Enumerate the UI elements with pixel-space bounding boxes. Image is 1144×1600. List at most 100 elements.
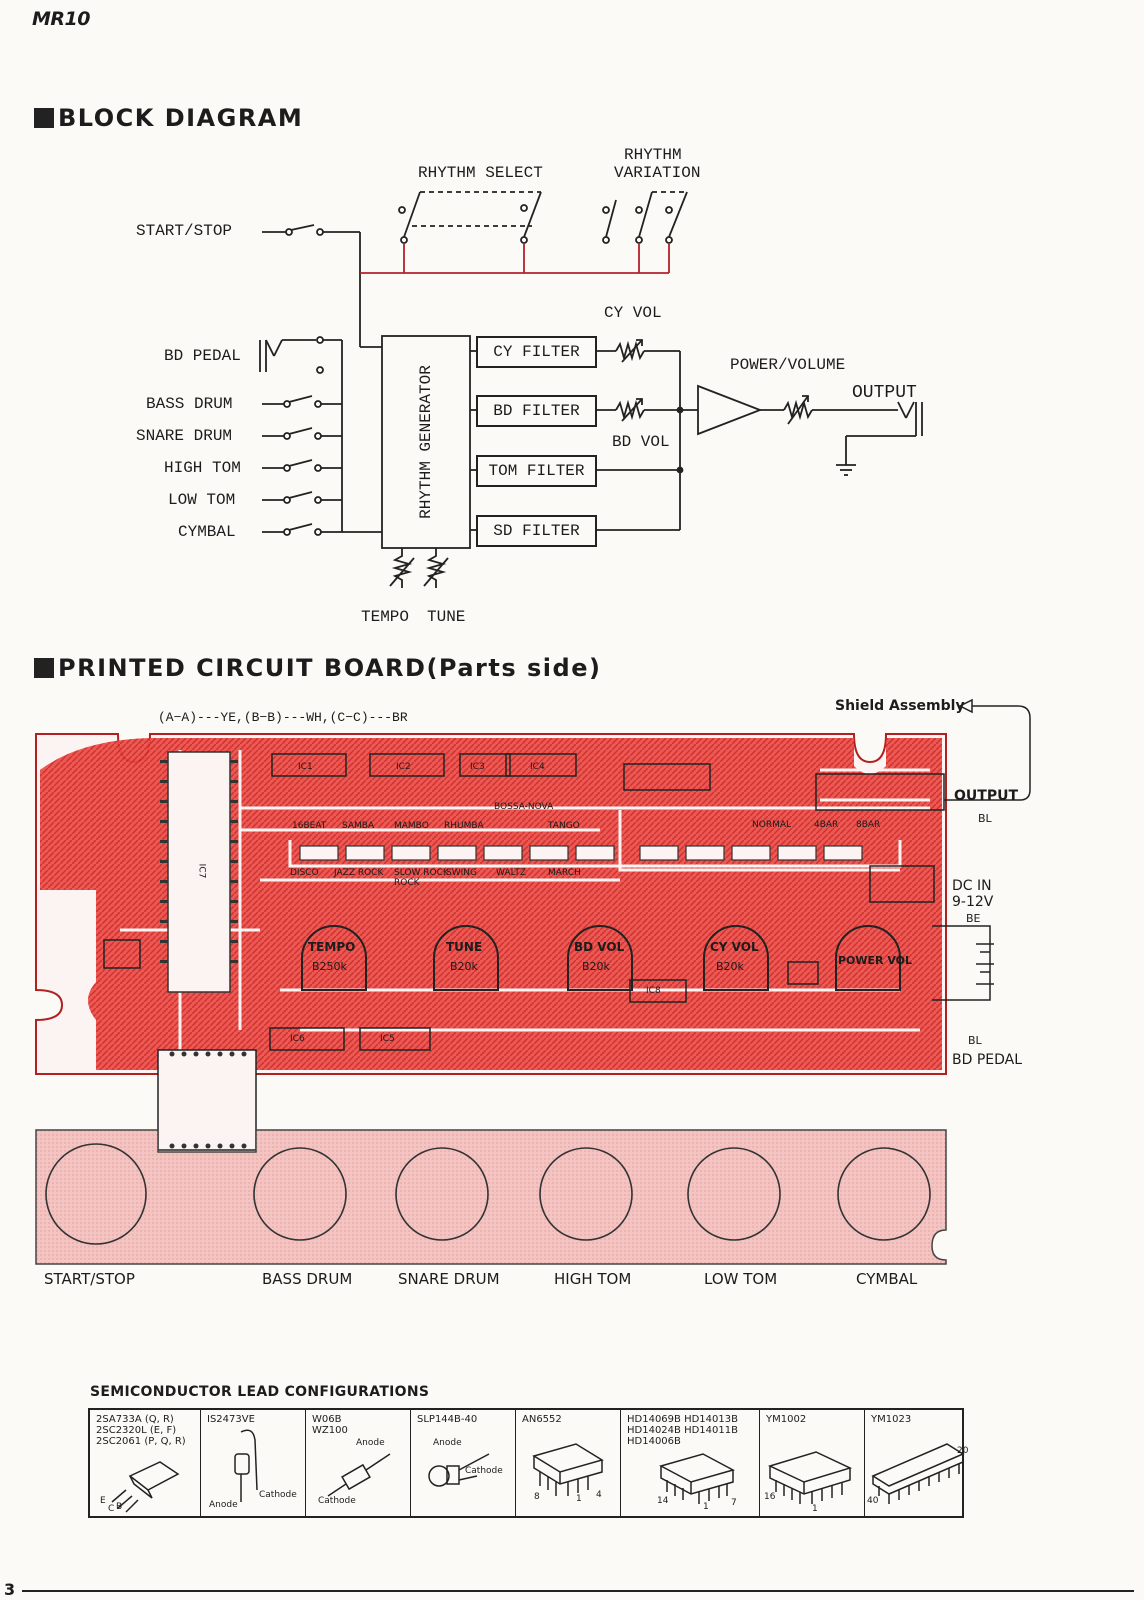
ic8-label: IC8 <box>646 986 661 996</box>
hd140xx-pin-7: 7 <box>731 1498 737 1508</box>
high-tom-label: HIGH TOM <box>164 459 241 477</box>
pcb-bd-pedal-label: BD PEDAL <box>952 1052 1023 1068</box>
rhythm-slow-rock: SLOW ROCK <box>394 868 449 878</box>
pcb-diagram: (A−A)---YE,(B−B)---WH,(C−C)---BR Shield … <box>0 690 1144 1310</box>
cy-filter-block: CY FILTER <box>476 336 597 368</box>
an6552-pin-4: 4 <box>596 1490 602 1500</box>
transistor-pin-e: E <box>100 1496 106 1506</box>
rhythm-rock: ROCK <box>394 878 420 888</box>
block-diagram-title: BLOCK DIAGRAM <box>58 104 304 132</box>
rhythm-select-label: RHYTHM SELECT <box>418 164 543 182</box>
pcb-title: PRINTED CIRCUIT BOARD(Parts side) <box>58 654 602 682</box>
hd140xx-pin-1: 1 <box>703 1502 709 1512</box>
semi-cell-ym1023-text: YM1023 <box>871 1414 912 1425</box>
is2473ve-cathode: Cathode <box>259 1490 297 1500</box>
rhythm-tango: TANGO <box>548 821 580 831</box>
is2473ve-anode: Anode <box>209 1500 238 1510</box>
pot-bd-vol-value: B20k <box>582 960 610 973</box>
semiconductor-table: 2SA733A (Q, R) 2SC2320L (E, F) 2SC2061 (… <box>88 1408 968 1518</box>
transistor-pin-b: B <box>116 1502 123 1512</box>
led-icon <box>428 1453 490 1487</box>
ym1002-pin-1: 1 <box>812 1504 818 1514</box>
pot-tune-value: B20k <box>450 960 478 973</box>
cy-vol-label: CY VOL <box>604 304 662 322</box>
bass-drum-label: BASS DRUM <box>146 395 233 413</box>
dc-wire-be: BE <box>966 912 981 925</box>
output-label: OUTPUT <box>852 383 917 403</box>
rhythm-jazz-rock: JAZZ ROCK <box>334 868 384 878</box>
ic7-label: IC7 <box>196 863 207 879</box>
ic6-label: IC6 <box>290 1034 305 1044</box>
semi-cell-w06b: W06B WZ100 Anode Cathode <box>306 1410 411 1516</box>
variation-8bar: 8BAR <box>856 820 881 830</box>
semi-cell-hd140xx: HD14069B HD14013B HD14024B HD14011B HD14… <box>621 1410 760 1516</box>
slp144b-cathode: Cathode <box>465 1466 503 1476</box>
pedal-wire-bl: BL <box>968 1034 982 1047</box>
page-number: 3 <box>4 1580 16 1599</box>
bd-filter-block: BD FILTER <box>476 395 597 427</box>
semiconductor-title: SEMICONDUCTOR LEAD CONFIGURATIONS <box>90 1384 430 1400</box>
heading-square-icon <box>34 658 54 678</box>
cymbal-label: CYMBAL <box>178 523 236 541</box>
rhythm-variation-label-2: VARIATION <box>614 164 701 182</box>
footer-rule <box>22 1590 1134 1592</box>
semi-cell-w06b-text: W06B WZ100 <box>312 1414 348 1436</box>
start-stop-label: START/STOP <box>136 222 233 240</box>
semi-cell-an6552: AN6552 8 1 4 <box>516 1410 621 1516</box>
semi-cell-transistor-text: 2SA733A (Q, R) 2SC2320L (E, F) 2SC2061 (… <box>96 1414 186 1447</box>
rhythm-waltz: WALTZ <box>496 868 527 878</box>
rhythm-bossa-nova: BOSSA-NOVA <box>494 802 554 812</box>
semi-cell-is2473ve: IS2473VE Anode Cathode <box>201 1410 306 1516</box>
button-bass-drum-label: BASS DRUM <box>262 1270 353 1288</box>
dip16-chip-icon <box>767 1451 853 1504</box>
block-diagram-wiring <box>259 191 923 588</box>
low-tom-label: LOW TOM <box>168 491 236 509</box>
rhythm-samba: SAMBA <box>342 821 375 831</box>
pot-tempo-label: TEMPO <box>308 940 356 954</box>
rhythm-disco: DISCO <box>290 868 319 878</box>
rectifier-icon <box>327 1453 391 1497</box>
ic1-label: IC1 <box>298 762 313 772</box>
semi-cell-ym1002-text: YM1002 <box>766 1414 807 1425</box>
semi-cell-is2473ve-text: IS2473VE <box>207 1414 255 1425</box>
shield-assembly-label: Shield Assembly <box>835 698 965 714</box>
sd-filter-block: SD FILTER <box>476 515 597 547</box>
semi-cell-slp144b: SLP144B-40 Anode Cathode <box>411 1410 516 1516</box>
rhythm-rhumba: RHUMBA <box>444 821 484 831</box>
pot-cy-vol-value: B20k <box>716 960 744 973</box>
an6552-pin-1: 1 <box>576 1494 582 1504</box>
rhythm-variation-label-1: RHYTHM <box>624 146 682 164</box>
tune-label: TUNE <box>427 608 466 626</box>
pot-tune-label: TUNE <box>446 940 483 954</box>
tempo-label: TEMPO <box>361 608 410 626</box>
transistor-pin-c: C <box>108 1504 115 1514</box>
dc-in-label: DC IN <box>952 878 992 894</box>
an6552-pin-8: 8 <box>534 1492 540 1502</box>
pot-power-vol-label: POWER VOL <box>838 954 913 967</box>
semi-cell-transistor: 2SA733A (Q, R) 2SC2320L (E, F) 2SC2061 (… <box>90 1410 201 1516</box>
output-wire-bl: BL <box>978 812 992 825</box>
diode-icon <box>234 1429 258 1502</box>
semi-cell-slp144b-text: SLP144B-40 <box>417 1414 478 1425</box>
ic2-label: IC2 <box>396 762 411 772</box>
dip8-chip-icon <box>532 1443 604 1496</box>
bd-pedal-label: BD PEDAL <box>164 347 241 365</box>
transistor-icon <box>111 1461 180 1513</box>
rhythm-16beat: 16BEAT <box>292 821 327 831</box>
pot-tempo-value: B250k <box>312 960 347 973</box>
w06b-anode: Anode <box>356 1438 385 1448</box>
ic5-label: IC5 <box>380 1034 395 1044</box>
dc-voltage-label: 9-12V <box>952 894 994 910</box>
rhythm-swing: SWING <box>446 868 477 878</box>
pcb-output-label: OUTPUT <box>954 788 1018 804</box>
bd-vol-label: BD VOL <box>612 433 670 451</box>
variation-4bar: 4BAR <box>814 820 839 830</box>
instrument-switches <box>262 395 342 536</box>
ym1023-pin-40: 40 <box>867 1496 879 1506</box>
semi-cell-ym1023: YM1023 40 20 <box>865 1410 968 1516</box>
power-volume-label: POWER/VOLUME <box>730 356 846 374</box>
heading-square-icon <box>34 108 54 128</box>
button-start-stop-label: START/STOP <box>44 1270 135 1288</box>
button-cymbal-label: CYMBAL <box>856 1270 918 1288</box>
w06b-cathode: Cathode <box>318 1496 356 1506</box>
